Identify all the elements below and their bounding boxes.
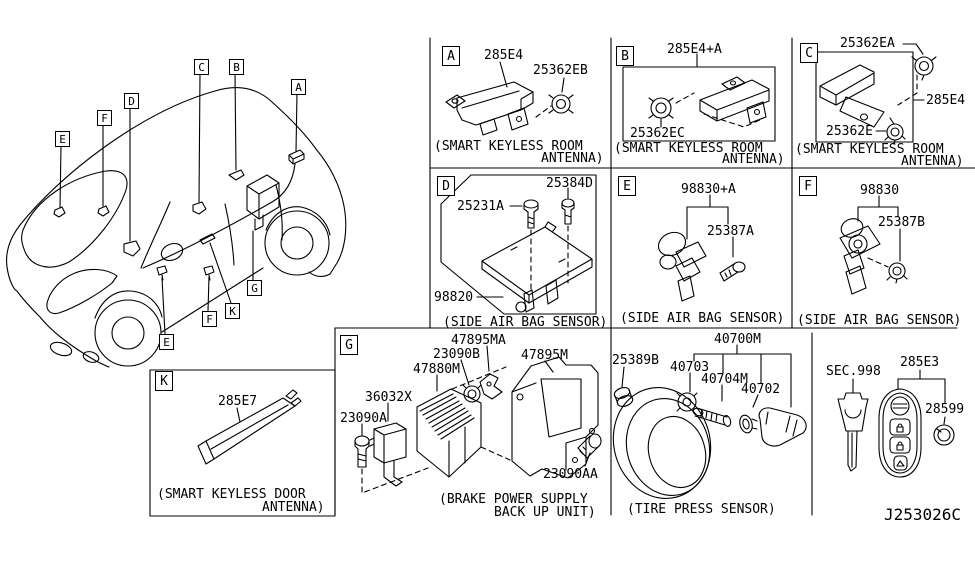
- part-label-47880m: 47880M: [413, 362, 460, 377]
- part-label-40702: 40702: [741, 382, 781, 397]
- caption-g-line2: BACK UP UNIT): [494, 505, 596, 520]
- part-label-28599: 28599: [925, 402, 965, 417]
- panel-letter-f: F: [799, 176, 817, 196]
- caption-c-line1: (SMART KEYLESS ROOM: [795, 142, 944, 157]
- part-label-285e3: 285E3: [900, 355, 940, 370]
- caption-a-line1: (SMART KEYLESS ROOM: [434, 139, 583, 154]
- tire-panel-drawing: [612, 344, 807, 499]
- caption-f: (SIDE AIR BAG SENSOR): [797, 313, 962, 328]
- panel-letter-c: C: [800, 43, 818, 63]
- part-label-25387b: 25387B: [878, 215, 925, 230]
- panel-e-drawing: [657, 194, 746, 302]
- panel-a-drawing: [445, 61, 574, 136]
- car-callout-e-upper: E: [55, 131, 70, 147]
- panel-letter-e: E: [618, 176, 636, 196]
- caption-c-line2: ANTENNA): [901, 154, 964, 169]
- part-label-23090aa: 23090AA: [543, 467, 598, 482]
- part-label-98830: 98830: [860, 183, 900, 198]
- caption-k-line2: ANTENNA): [262, 500, 325, 515]
- car-callout-e-lower: E: [159, 334, 174, 350]
- part-label-98830-plus-a: 98830+A: [681, 182, 736, 197]
- part-label-47895ma: 47895MA: [451, 333, 506, 348]
- caption-g-line1: (BRAKE POWER SUPPLY: [439, 492, 588, 507]
- part-label-98820: 98820: [434, 290, 474, 305]
- part-label-285e4-a: 285E4: [484, 48, 524, 63]
- panel-letter-k: K: [155, 371, 173, 391]
- car-callout-c: C: [194, 59, 209, 75]
- key-panel-drawing: [837, 369, 955, 478]
- car-callout-b: B: [229, 59, 244, 75]
- panel-letter-b: B: [616, 46, 634, 66]
- caption-a-line2: ANTENNA): [541, 151, 604, 166]
- part-label-23090b: 23090B: [433, 347, 480, 362]
- panel-letter-d: D: [437, 176, 455, 196]
- part-label-23090a: 23090A: [340, 411, 387, 426]
- part-label-47895m: 47895M: [521, 348, 568, 363]
- panel-c-drawing: [819, 43, 937, 145]
- part-label-25362ea: 25362EA: [840, 36, 895, 51]
- part-label-40700m: 40700M: [714, 332, 761, 347]
- panel-f-drawing: [839, 195, 908, 295]
- panel-d-drawing: [476, 187, 593, 313]
- part-label-25362ec: 25362EC: [630, 126, 685, 141]
- part-label-40703: 40703: [670, 360, 710, 375]
- caption-b-line1: (SMART KEYLESS ROOM: [614, 141, 763, 156]
- part-label-285e7: 285E7: [218, 394, 258, 409]
- car-callout-f-upper: F: [97, 110, 112, 126]
- car-control-unit-box: [246, 174, 280, 231]
- car-callout-d: D: [124, 93, 139, 109]
- part-label-36032x: 36032X: [365, 390, 412, 405]
- caption-tire: (TIRE PRESS SENSOR): [627, 502, 776, 517]
- car-callout-g: G: [247, 280, 262, 296]
- part-label-25362eb: 25362EB: [533, 63, 588, 78]
- car-callout-a: A: [291, 79, 306, 95]
- part-label-25387a: 25387A: [707, 224, 754, 239]
- part-label-40704m: 40704M: [701, 372, 748, 387]
- panel-letter-a: A: [442, 46, 460, 66]
- part-label-25389b: 25389B: [612, 353, 659, 368]
- panel-grid: [149, 37, 975, 517]
- car-leader-lines: [59, 72, 298, 335]
- caption-b-line2: ANTENNA): [722, 152, 785, 167]
- car-outline: [6, 87, 347, 368]
- panel-k-drawing: [197, 389, 302, 465]
- caption-d: (SIDE AIR BAG SENSOR): [443, 315, 608, 330]
- part-label-285e4-plus-a: 285E4+A: [667, 42, 722, 57]
- car-callout-k: K: [225, 303, 240, 319]
- panel-g-drawing: [354, 345, 602, 494]
- diagram-code: J253026C: [884, 505, 962, 524]
- car-sensor-markers: [53, 149, 305, 281]
- caption-e: (SIDE AIR BAG SENSOR): [620, 311, 785, 326]
- part-label-25384d: 25384D: [546, 176, 593, 191]
- sec-ref-label: SEC.998: [826, 364, 881, 379]
- caption-k-line1: (SMART KEYLESS DOOR: [157, 487, 306, 502]
- part-label-25231a: 25231A: [457, 199, 504, 214]
- panel-b-drawing: [648, 53, 770, 128]
- panel-letter-g: G: [340, 335, 358, 355]
- car-callout-f-lower: F: [202, 311, 217, 327]
- part-label-285e4-c: 285E4: [926, 93, 966, 108]
- part-label-25362e: 25362E: [826, 124, 873, 139]
